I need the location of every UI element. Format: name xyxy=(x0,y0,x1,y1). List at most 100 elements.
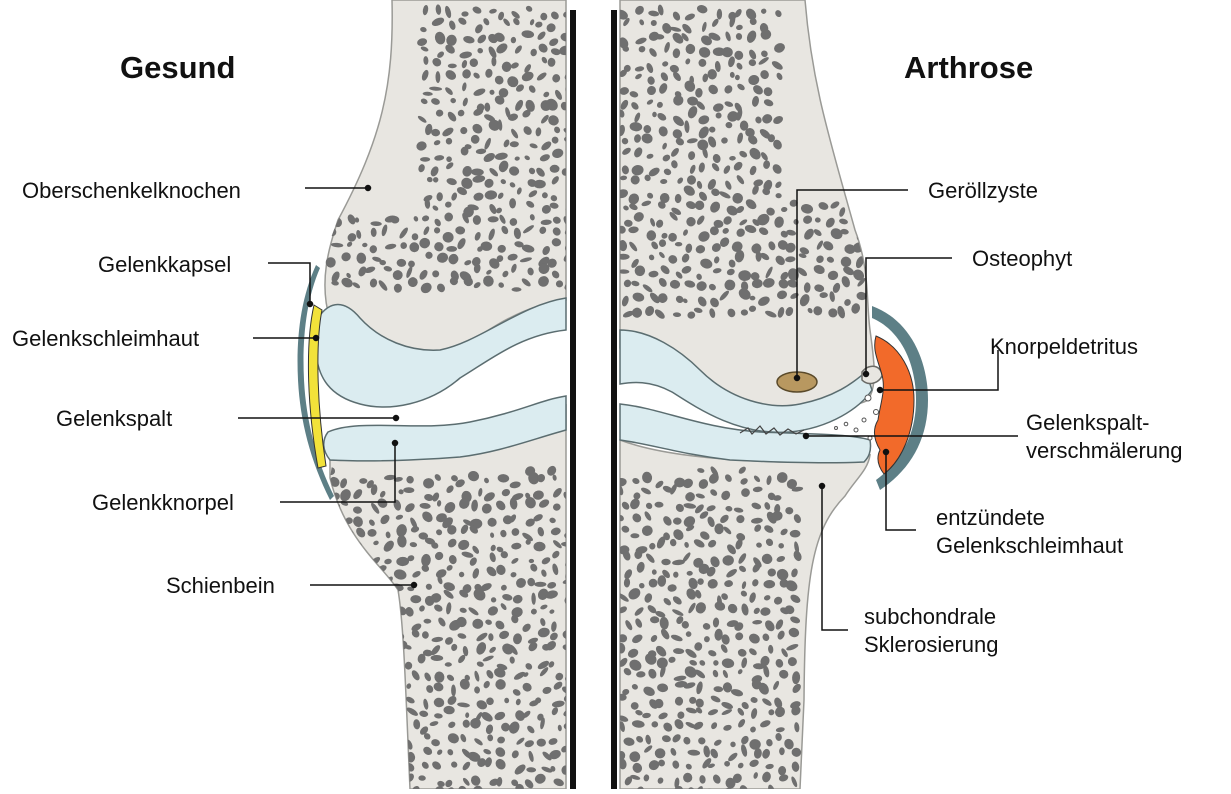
trabecular-pore xyxy=(370,670,382,680)
trabecular-pore xyxy=(328,765,339,776)
trabecular-pore xyxy=(325,540,337,552)
label-narrowing-line2: verschmälerung xyxy=(1026,438,1183,463)
trabecular-pore xyxy=(380,705,394,718)
trabecular-pore xyxy=(398,785,409,789)
trabecular-pore xyxy=(381,693,387,702)
trabecular-pore xyxy=(340,650,349,656)
trabecular-pore xyxy=(675,242,682,246)
trabecular-pore xyxy=(372,707,380,717)
label-inflamed-line1: entzündete xyxy=(936,505,1045,530)
healthy-joint xyxy=(298,0,580,789)
title-arthrosis: Arthrose xyxy=(904,50,1033,86)
trabecular-pore xyxy=(333,618,343,632)
trabecular-pore xyxy=(617,254,629,260)
trabecular-pore xyxy=(343,617,356,630)
trabecular-pore xyxy=(509,198,516,208)
trabecular-pore xyxy=(378,763,393,778)
trabecular-pore xyxy=(689,697,696,704)
trabecular-pore xyxy=(534,582,546,587)
trabecular-pore xyxy=(345,666,359,679)
trabecular-pore xyxy=(385,604,391,616)
trabecular-pore xyxy=(328,719,340,728)
trabecular-pore xyxy=(337,608,349,617)
trabecular-pore xyxy=(332,684,340,692)
trabecular-pore xyxy=(350,658,364,673)
trabecular-pore xyxy=(386,785,395,789)
trabecular-pore xyxy=(358,605,368,615)
trabecular-pore xyxy=(370,734,379,742)
label-sclerosis-line2: Sklerosierung xyxy=(864,632,999,657)
trabecular-pore xyxy=(334,595,343,609)
trabecular-pore xyxy=(343,655,353,664)
trabecular-pore xyxy=(368,784,381,789)
trabecular-pore xyxy=(354,765,366,775)
trabecular-pore xyxy=(395,654,404,663)
label-synovium: Gelenkschleimhaut xyxy=(12,326,199,351)
trabecular-pore xyxy=(396,688,405,694)
trabecular-pore xyxy=(533,180,545,189)
trabecular-pore xyxy=(420,157,430,162)
trabecular-pore xyxy=(512,287,522,291)
trabecular-pore xyxy=(356,736,368,748)
trabecular-pore xyxy=(398,762,407,774)
trabecular-pore xyxy=(355,677,367,691)
arthrosis-joint xyxy=(611,0,928,789)
trabecular-pore xyxy=(855,212,865,223)
title-healthy: Gesund xyxy=(120,50,235,86)
trabecular-pore xyxy=(367,623,377,633)
trabecular-pore xyxy=(371,723,379,730)
trabecular-pore xyxy=(380,739,387,747)
trabecular-pore xyxy=(351,574,365,589)
trabecular-pore xyxy=(397,753,408,763)
trabecular-pore xyxy=(330,632,340,640)
trabecular-pore xyxy=(355,674,362,681)
trabecular-pore xyxy=(324,738,338,751)
trabecular-pore xyxy=(354,569,368,583)
trabecular-pore xyxy=(367,604,382,619)
trabecular-pore xyxy=(331,605,337,609)
trabecular-pore xyxy=(344,759,350,766)
label-joint-capsule: Gelenkkapsel xyxy=(98,252,231,277)
trabecular-pore xyxy=(332,564,342,573)
trabecular-pore xyxy=(332,557,341,562)
trabecular-pore xyxy=(358,644,372,658)
trabecular-pore xyxy=(331,576,340,585)
label-inflamed-line2: Gelenkschleimhaut xyxy=(936,533,1123,558)
trabecular-pore xyxy=(326,693,334,702)
trabecular-pore xyxy=(366,626,377,639)
trabecular-pore xyxy=(380,635,389,645)
trabecular-pore xyxy=(394,737,406,748)
trabecular-pore xyxy=(370,656,383,668)
trabecular-pore xyxy=(714,523,723,534)
trabecular-pore xyxy=(344,688,356,697)
trabecular-pore xyxy=(333,713,343,724)
divider-right xyxy=(611,10,617,789)
trabecular-pore xyxy=(367,645,376,654)
trabecular-pore xyxy=(366,762,381,776)
trabecular-pore xyxy=(355,751,366,758)
trabecular-pore xyxy=(343,733,354,745)
trabecular-pore xyxy=(365,580,375,588)
trabecular-pore xyxy=(329,653,340,666)
label-cyst: Geröllzyste xyxy=(928,178,1038,203)
trabecular-pore xyxy=(395,777,406,788)
trabecular-pore xyxy=(550,165,560,173)
trabecular-pore xyxy=(354,720,361,730)
trabecular-pore xyxy=(355,714,364,722)
trabecular-pore xyxy=(353,594,361,603)
trabecular-pore xyxy=(357,771,370,784)
trabecular-pore xyxy=(332,746,343,756)
trabecular-pore xyxy=(345,776,358,789)
trabecular-pore xyxy=(448,64,457,69)
trabecular-pore xyxy=(326,514,335,527)
trabecular-pore xyxy=(356,629,370,644)
trabecular-pore xyxy=(432,270,439,277)
trabecular-pore xyxy=(342,722,350,732)
label-femur: Oberschenkelknochen xyxy=(22,178,241,203)
trabecular-pore xyxy=(386,673,393,684)
trabecular-pore xyxy=(345,627,352,638)
trabecular-pore xyxy=(359,478,367,484)
trabecular-pore xyxy=(344,752,352,762)
